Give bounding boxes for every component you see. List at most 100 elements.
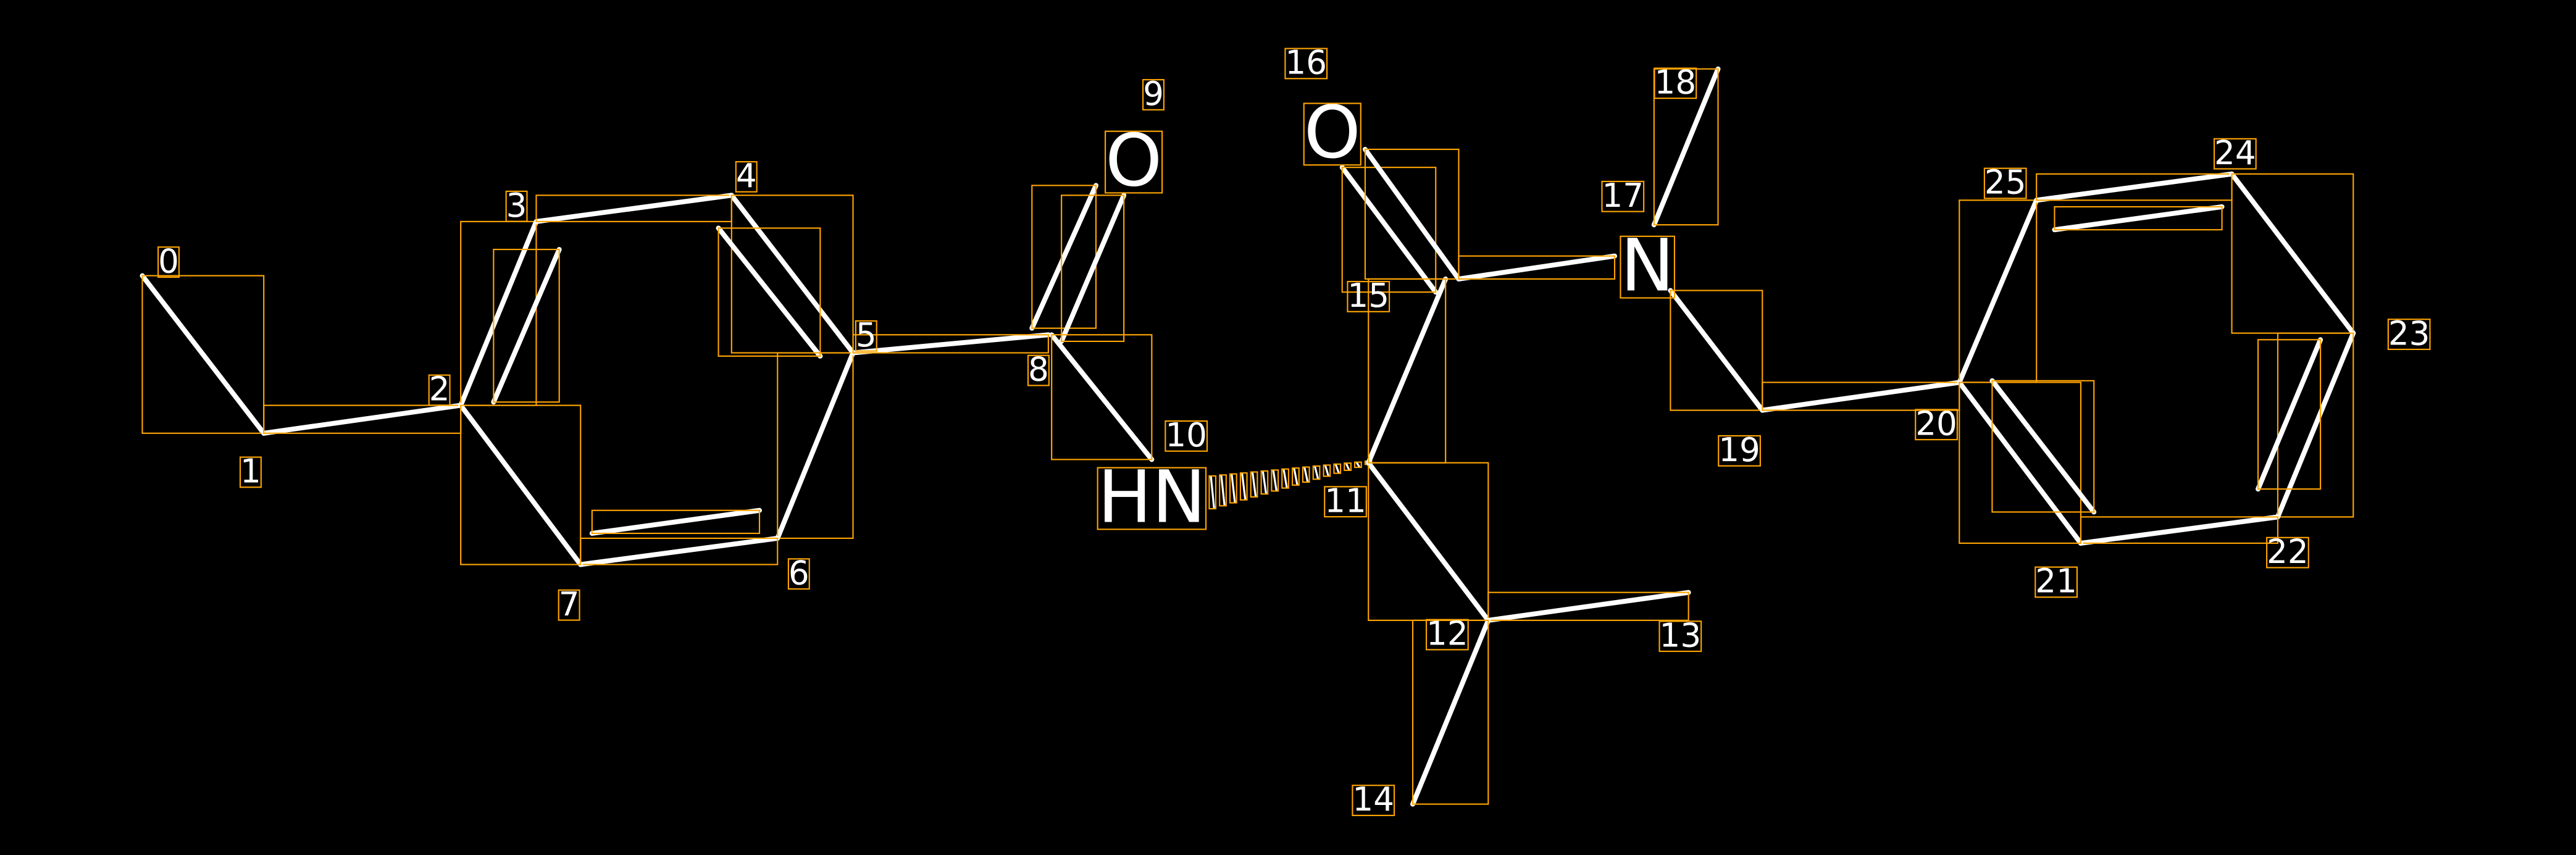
- atom-index-7: 7: [559, 585, 580, 624]
- bond-line: [1760, 380, 1962, 413]
- hash-box: [1292, 467, 1300, 486]
- atom-index-3: 3: [506, 186, 527, 225]
- hash-box: [1208, 475, 1217, 510]
- hash-box: [1250, 471, 1258, 498]
- bond-line: [1651, 66, 1721, 228]
- bond-8-10: [1049, 332, 1155, 462]
- atom-index-23: 23: [2388, 314, 2430, 352]
- hash-box: [1323, 464, 1331, 477]
- hash-stroke: [1303, 467, 1309, 483]
- index-bbox: [1027, 354, 1050, 386]
- hash-stroke: [1282, 469, 1288, 488]
- atom-label-16: O: [1304, 90, 1361, 175]
- atom-index-24: 24: [2214, 134, 2256, 172]
- atom-index-4: 4: [736, 157, 757, 195]
- bond-bbox: [777, 352, 854, 540]
- hash-box: [1344, 462, 1352, 471]
- index-bbox: [1654, 67, 1697, 99]
- bond-21-20: [1957, 378, 2097, 546]
- bond-5-8: [850, 332, 1051, 356]
- index-bbox: [558, 589, 580, 621]
- bond-23-22: [2256, 330, 2356, 520]
- index-bbox: [2213, 138, 2257, 170]
- bond-bbox: [1959, 382, 2082, 544]
- atom-index-16: 16: [1285, 44, 1327, 82]
- bond-bbox: [591, 509, 761, 535]
- hash-box: [1271, 469, 1279, 492]
- hash-box: [1333, 463, 1342, 474]
- atom-index-0: 0: [158, 242, 179, 280]
- bond-line: [729, 193, 856, 356]
- bond-line: [1989, 378, 2097, 515]
- bond-7-2: [458, 402, 583, 567]
- index-bbox: [1324, 486, 1367, 518]
- bond-bbox: [1364, 148, 1460, 280]
- index-bbox: [505, 190, 528, 222]
- atom-index-19: 19: [1718, 431, 1760, 469]
- bond-line: [1366, 276, 1449, 465]
- atom-index-13: 13: [1660, 616, 1702, 654]
- index-bbox: [1165, 420, 1208, 452]
- hash-box: [1312, 465, 1321, 480]
- index-bbox: [1915, 409, 1958, 441]
- bond-line: [775, 350, 856, 541]
- bond-0-1: [140, 273, 267, 436]
- bond-bbox: [1653, 68, 1719, 226]
- atom-label-9: O: [1105, 118, 1162, 202]
- index-bbox: [157, 246, 180, 278]
- index-bbox: [239, 456, 262, 488]
- bond-line: [1049, 332, 1155, 462]
- atom-label-10: HN: [1098, 454, 1206, 539]
- bond-bbox: [1487, 591, 1689, 621]
- bond-bbox: [493, 249, 560, 403]
- label-bbox: [1303, 102, 1361, 166]
- bond-line: [458, 402, 583, 567]
- index-bbox: [428, 374, 451, 406]
- hash-stroke: [1231, 473, 1236, 503]
- hash-stroke: [1324, 464, 1330, 477]
- bond-line: [1486, 590, 1691, 623]
- bond-12-14: [1410, 617, 1491, 807]
- index-bbox: [1284, 48, 1328, 80]
- hash-box: [1219, 474, 1227, 507]
- atom-index-18: 18: [1655, 64, 1697, 102]
- bond-bbox: [852, 334, 1049, 354]
- index-bbox: [1347, 281, 1390, 312]
- bond-25-24: [2034, 171, 2235, 233]
- bond-6-7: [578, 507, 780, 567]
- atom-index-8: 8: [1028, 351, 1049, 389]
- bond-2-3: [458, 219, 562, 408]
- bond-bbox: [1051, 334, 1153, 461]
- bond-12-13: [1486, 590, 1691, 623]
- index-bbox: [2266, 536, 2309, 569]
- bond-line: [2256, 337, 2323, 492]
- hash-box: [1260, 470, 1269, 495]
- bond-line: [1366, 460, 1491, 623]
- atom-index-22: 22: [2267, 533, 2309, 571]
- bond-line: [578, 535, 780, 567]
- bond-bbox: [1061, 194, 1125, 342]
- index-bbox: [787, 558, 810, 590]
- index-bbox: [2034, 566, 2078, 598]
- bond-bbox: [1991, 380, 2095, 513]
- hash-box: [1354, 461, 1362, 469]
- bond-line: [1957, 380, 2083, 546]
- hash-box: [1239, 472, 1248, 501]
- hash-stroke: [1251, 472, 1257, 498]
- hash-stroke: [1220, 475, 1226, 506]
- index-bbox: [1718, 435, 1761, 467]
- bond-bbox: [1670, 290, 1763, 411]
- hash-stroke: [1355, 461, 1361, 468]
- atom-label-17: N: [1620, 223, 1675, 308]
- bond-line: [589, 507, 762, 536]
- hash-box: [1281, 468, 1289, 489]
- atom-index-11: 11: [1324, 482, 1366, 520]
- hash-stroke: [1345, 462, 1350, 471]
- bond-5-6: [775, 350, 856, 541]
- hash-stroke: [1272, 470, 1278, 491]
- bond-line: [1339, 165, 1439, 295]
- bond-bbox: [2054, 206, 2223, 231]
- atom-index-17: 17: [1602, 177, 1644, 215]
